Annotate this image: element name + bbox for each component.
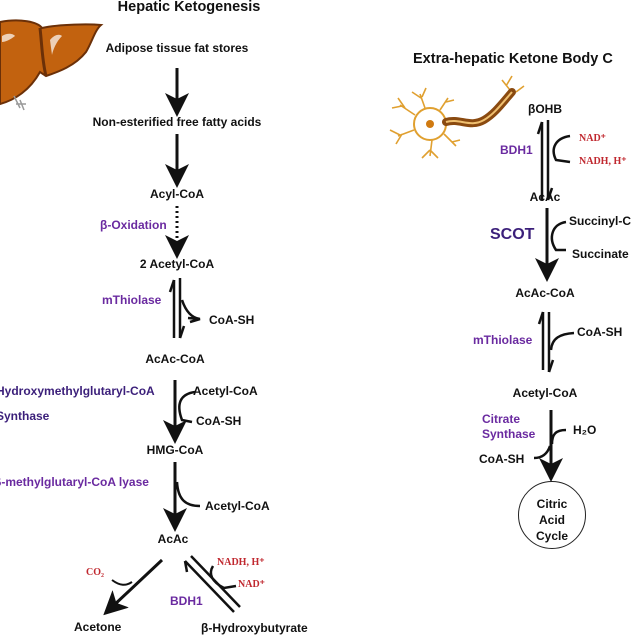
acetyl-coa-output-label: Acetyl-CoA [205, 499, 270, 513]
hmgcl-enzyme: β-methylglutaryl-CoA lyase [0, 475, 149, 489]
hepatic-ketogenesis-title: Hepatic Ketogenesis [117, 0, 261, 15]
nadh-right-cofactor: NADH, H⁺ [579, 156, 627, 167]
nadh-cofactor: NADH, H⁺ [217, 557, 265, 568]
citric-acid-cycle-circle [518, 481, 586, 549]
scot-enzyme: SCOT [490, 226, 535, 243]
coash-label: CoA-SH [209, 313, 255, 327]
two-acetyl-coa-label: 2 Acetyl-CoA [139, 257, 215, 271]
hmg-coa-label: HMG-CoA [146, 443, 204, 457]
hmgcs-enzyme-line1: Hydroxymethylglutaryl-CoA [0, 384, 155, 398]
hmgcs-enzyme-line2: Synthase [0, 409, 50, 423]
acac-coa-label: AcAc-CoA [145, 352, 205, 366]
bdh1-right-enzyme: BDH1 [500, 143, 533, 157]
tca-line1: Citric [536, 497, 568, 511]
nad-cofactor: NAD⁺ [238, 579, 265, 590]
citrate-synthase-line1: Citrate [482, 412, 521, 426]
bdh1-enzyme: BDH1 [170, 594, 203, 608]
bohb-label: βOHB [528, 102, 562, 116]
tca-line2: Acid [538, 513, 566, 527]
succinate-label: Succinate [572, 247, 629, 261]
acac-right-label: AcAc [529, 190, 561, 204]
acac-coa-right-label: AcAc-CoA [515, 286, 575, 300]
acetyl-coa-input-label: Acetyl-CoA [193, 384, 258, 398]
acyl-coa-label: Acyl-CoA [149, 187, 205, 201]
acac-label: AcAc [157, 532, 189, 546]
coash-citrate-label: CoA-SH [479, 452, 525, 466]
beta-hydroxybutyrate-label: β-Hydroxybutyrate [201, 621, 308, 635]
adipose-label: Adipose tissue fat stores [105, 41, 249, 55]
coash-right-label: CoA-SH [577, 325, 623, 339]
coash-output-label: CoA-SH [196, 414, 242, 428]
nefa-label: Non-esterified free fatty acids [92, 115, 262, 129]
mthiolase-enzyme: mThiolase [102, 293, 162, 307]
nad-right-cofactor: NAD⁺ [579, 133, 606, 144]
extrahepatic-title: Extra-hepatic Ketone Body C [413, 51, 613, 67]
tca-line3: Cycle [535, 529, 569, 543]
liver-icon [0, 19, 104, 111]
acetyl-coa-right-label: Acetyl-CoA [512, 386, 578, 400]
co2-cofactor: CO₂ [86, 567, 104, 578]
citrate-synthase-line2: Synthase [482, 427, 536, 441]
neuron-icon [389, 75, 525, 159]
beta-oxidation-enzyme: β-Oxidation [100, 218, 167, 232]
succinyl-coa-label: Succinyl-C [569, 214, 632, 228]
h2o-label: H₂O [573, 423, 597, 437]
mthiolase-right-enzyme: mThiolase [473, 333, 533, 347]
acetone-label: Acetone [74, 620, 122, 634]
